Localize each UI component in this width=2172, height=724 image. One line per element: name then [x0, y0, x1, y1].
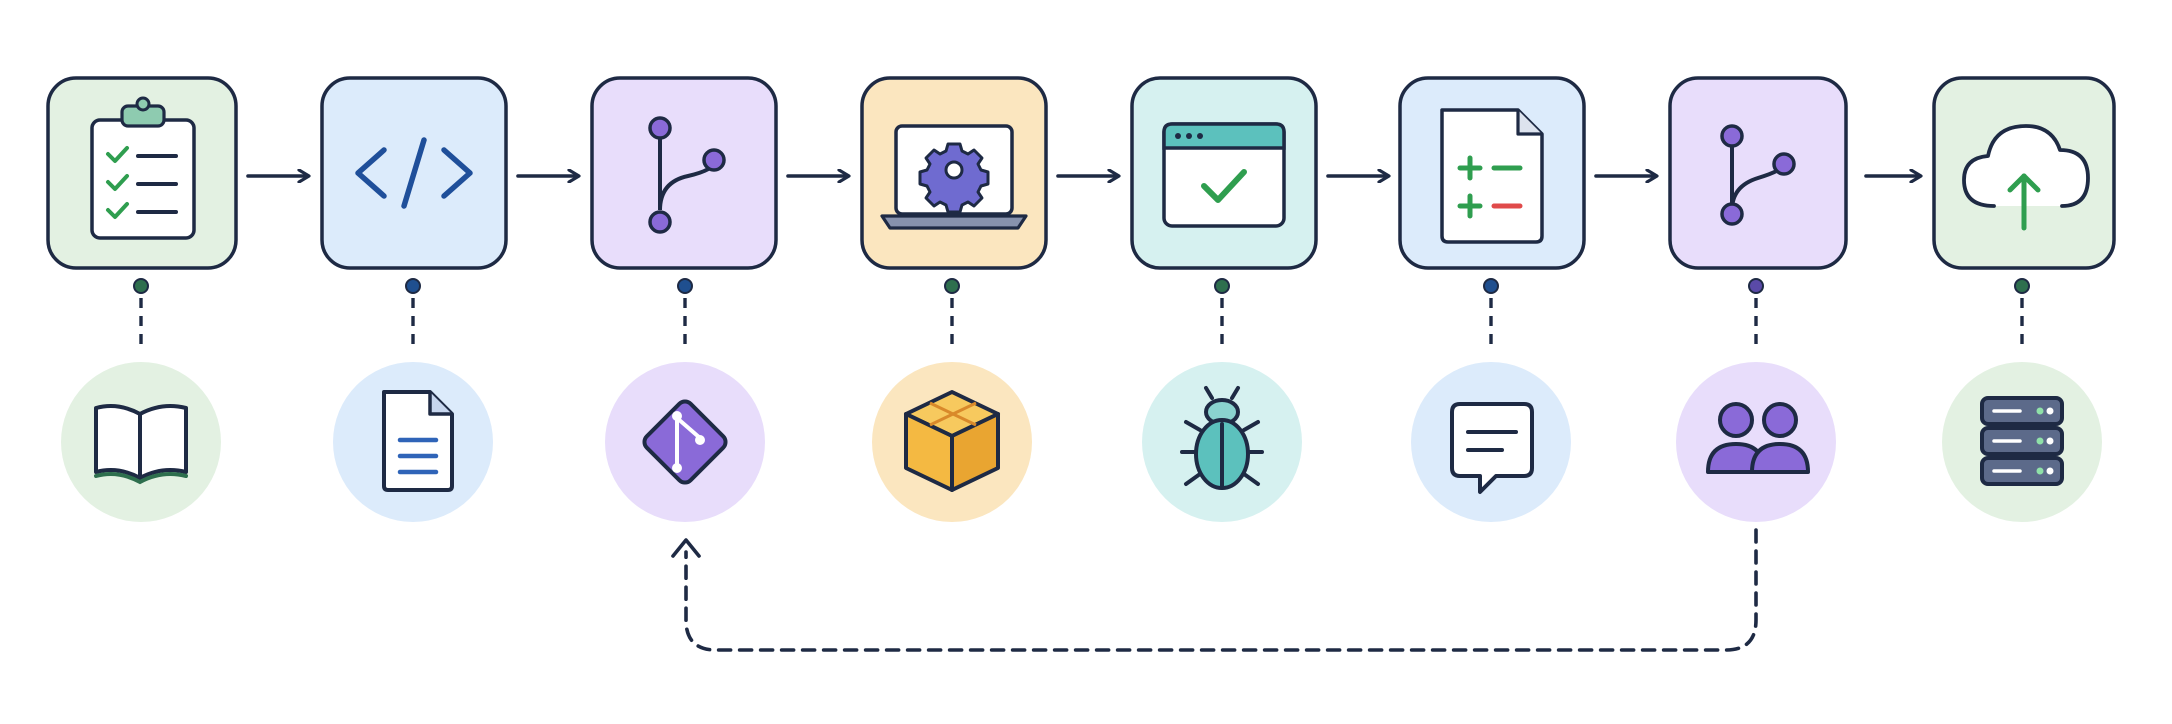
step-3[interactable] — [590, 76, 778, 270]
connector-8 — [2014, 278, 2030, 352]
bug-icon — [1180, 386, 1264, 490]
laptop-gear-icon — [880, 124, 1028, 230]
document-icon — [382, 390, 454, 492]
artifact-5[interactable] — [1142, 362, 1302, 522]
connector-4 — [944, 278, 960, 352]
connector-6 — [1483, 278, 1499, 352]
artifact-8[interactable] — [1942, 362, 2102, 522]
step-8[interactable] — [1932, 76, 2116, 270]
step-2[interactable] — [320, 76, 508, 270]
artifact-1[interactable] — [61, 362, 221, 522]
diff-document-icon — [1440, 108, 1544, 244]
step-5[interactable] — [1130, 76, 1318, 270]
comment-bubble-icon — [1450, 402, 1534, 494]
feedback-loop-arrowhead — [671, 538, 701, 558]
users-icon — [1706, 402, 1810, 474]
feedback-loop — [671, 528, 1758, 652]
artifact-3[interactable] — [605, 362, 765, 522]
step-4[interactable] — [860, 76, 1048, 270]
artifact-7[interactable] — [1676, 362, 1836, 522]
cloud-upload-icon — [1962, 124, 2090, 231]
step-6[interactable] — [1398, 76, 1586, 270]
artifact-4[interactable] — [872, 362, 1032, 522]
steps — [46, 76, 2116, 270]
step-1[interactable] — [46, 76, 238, 270]
package-box-icon — [904, 390, 1000, 492]
code-brackets-icon — [355, 137, 473, 209]
git-merge-icon — [1720, 124, 1796, 226]
server-stack-icon — [1980, 396, 2064, 486]
artifacts — [61, 362, 2102, 522]
git-branch-icon — [648, 116, 726, 234]
connector-3 — [677, 278, 693, 352]
connector-1 — [133, 278, 149, 352]
step-7[interactable] — [1668, 76, 1848, 270]
connector-7 — [1748, 278, 1764, 352]
git-logo-icon — [642, 399, 728, 485]
browser-check-icon — [1162, 122, 1286, 228]
connectors — [133, 278, 2030, 352]
clipboard-checklist-icon — [90, 96, 196, 240]
connector-2 — [405, 278, 421, 352]
artifact-6[interactable] — [1411, 362, 1571, 522]
feedback-loop-path — [684, 528, 1758, 652]
open-book-icon — [94, 404, 188, 485]
artifact-2[interactable] — [333, 362, 493, 522]
connector-5 — [1214, 278, 1230, 352]
